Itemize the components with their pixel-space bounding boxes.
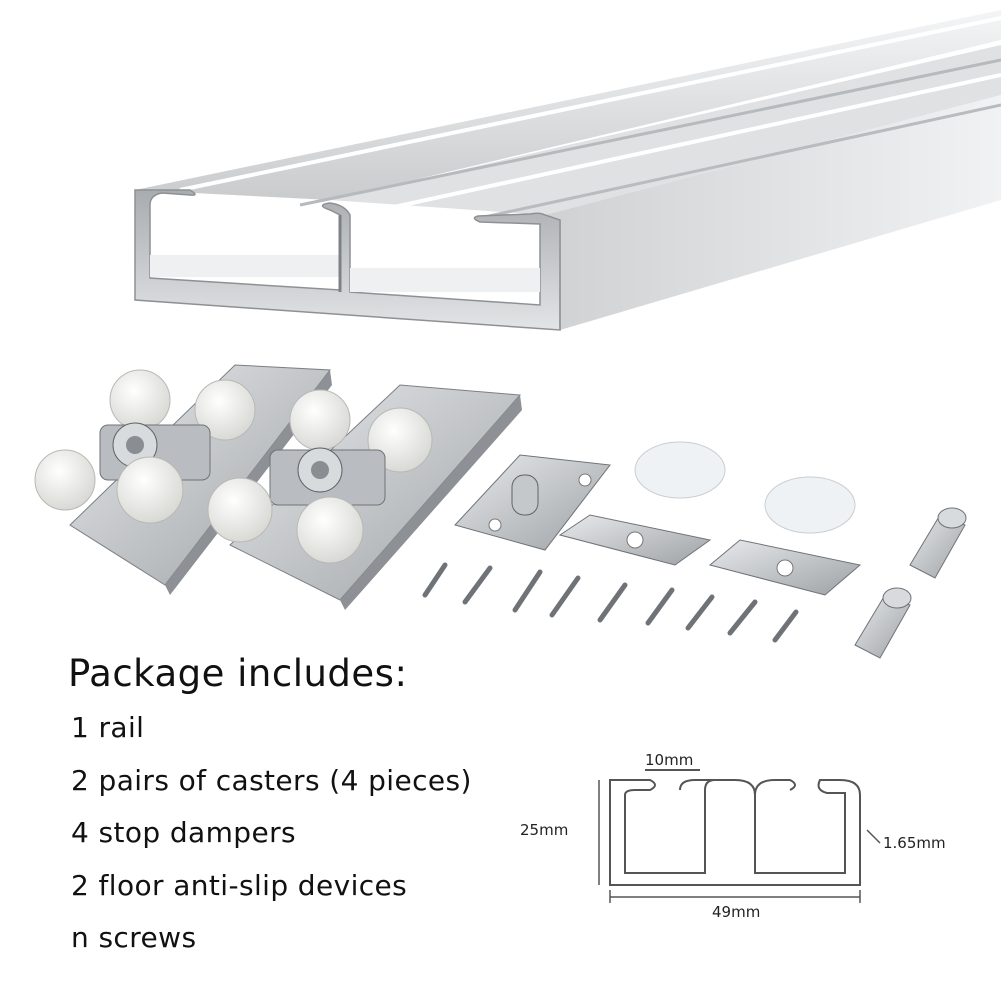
profile-outline [609,779,861,886]
package-heading: Package includes: [68,652,408,695]
list-item: 2 pairs of casters (4 pieces) [71,763,472,797]
hardware-parts-image [34,364,967,659]
floor-anti-slip-devices [558,441,862,596]
stop-damper-plate [454,454,611,551]
width-label: 49mm [712,903,760,921]
list-item: n screws [71,921,197,954]
height-label: 25mm [520,821,568,839]
list-item: 4 stop dampers [71,816,296,849]
slot-width-label: 10mm [645,751,693,769]
rail-profile-diagram: 10mm 25mm 1.65mm 49mm [520,751,946,921]
aluminum-track-rail-image [134,10,1001,331]
thickness-label: 1.65mm [883,834,946,852]
package-list: 1 rail 2 pairs of casters (4 pieces) 4 s… [71,708,472,971]
list-item: 1 rail [71,711,145,744]
list-item: 2 floor anti-slip devices [71,868,408,902]
bolts [854,507,967,659]
caster-right [207,384,522,610]
screws [422,562,799,643]
